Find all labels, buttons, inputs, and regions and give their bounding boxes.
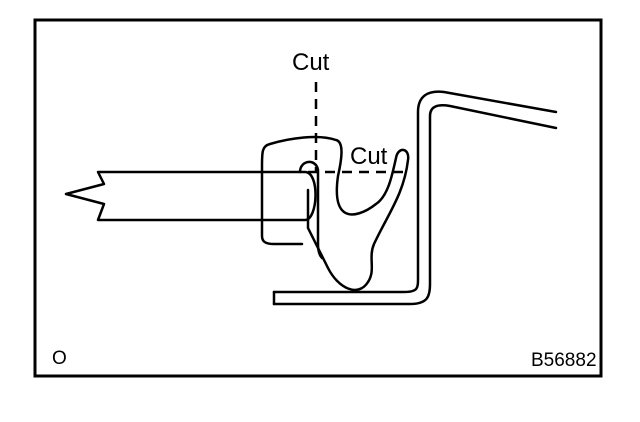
weatherstrip-seal (260, 135, 410, 292)
body-flange-inner (272, 104, 558, 306)
corner-mark-label: O (52, 348, 67, 369)
figure-frame (33, 18, 603, 378)
seal-inner-lip (298, 160, 324, 260)
cut-label-horizontal: Cut (350, 143, 388, 170)
cut-label-vertical: Cut (292, 49, 330, 76)
body-flange-outer (272, 90, 558, 294)
panel-sheet (64, 170, 317, 222)
figure-code-label: B56882 (531, 350, 597, 371)
